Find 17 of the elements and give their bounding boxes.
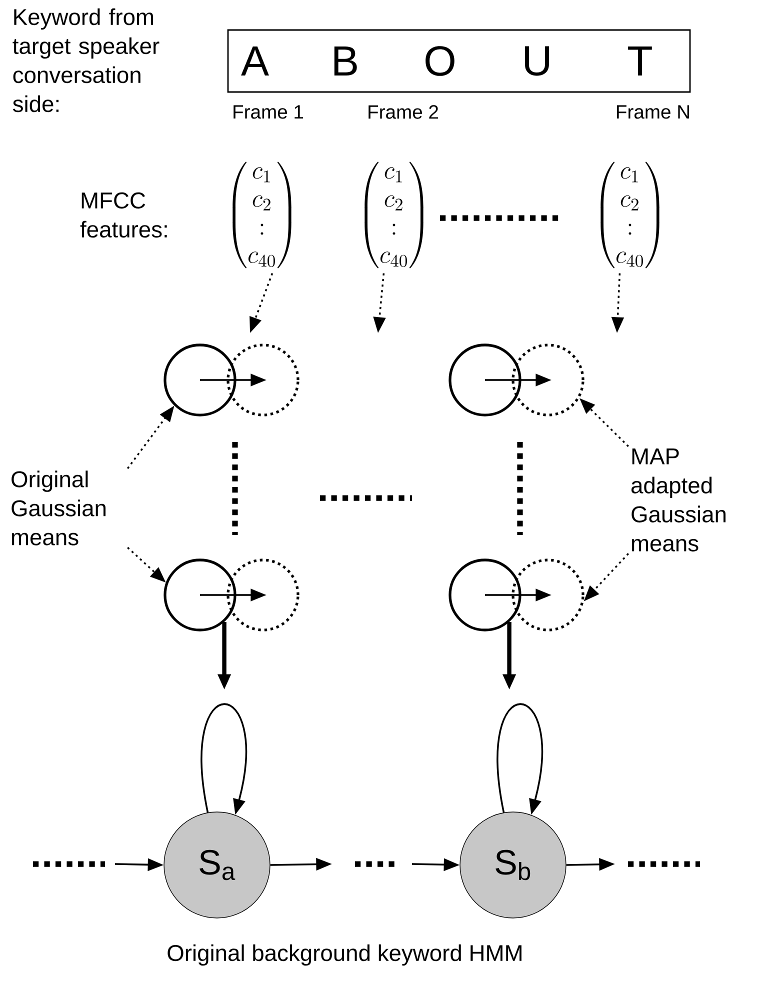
adapted-gaussian-circle [512,344,584,416]
adapted-gaussian-circle [512,558,584,632]
gaussian-circle [448,558,522,632]
feature-vector: $\begin{pmatrix}c_{1}\\c_{2}\\:\\c_{40}\end{pmatrix}$ [600,162,660,268]
feature-vector: $\begin{pmatrix}c_{1}\\c_{2}\\:\\c_{40}\end{pmatrix}$ [232,162,292,268]
adapted-gaussian-circle [226,558,300,632]
callout-text: Original Gaussian means [12,470,106,546]
callout-text: MAP adapted Gaussian means [631,448,726,552]
side-label: MFCC features: [80,192,167,238]
keyword-box: A B O U T [227,29,691,93]
gaussian-circle [164,344,236,416]
gaussian-circle [448,344,522,416]
gaussian-circle [164,558,236,632]
side-label: Keyword from target speaker conversation side: [12,8,160,112]
feature-vector: $\begin{pmatrix}c_{1}\\c_{2}\\:\\c_{40}\end{pmatrix}$ [364,162,424,268]
caption: Original background keyword HMM [168,944,522,966]
adapted-gaussian-circle [226,344,300,416]
